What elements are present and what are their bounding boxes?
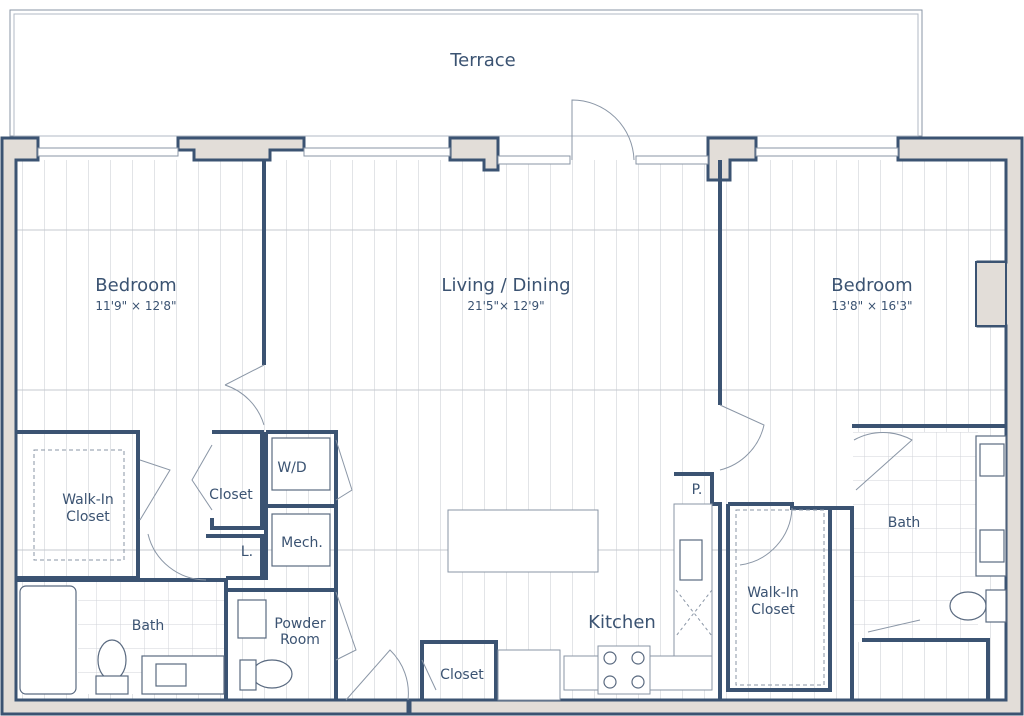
mech-label: Mech. — [281, 535, 323, 551]
bedroom-1-dims: 11'9" × 12'8" — [95, 299, 176, 313]
kitchen-sink — [679, 539, 703, 581]
living-dining-label: Living / Dining — [441, 275, 570, 296]
closet-2-label: Closet — [440, 667, 484, 683]
bath-fixtures — [19, 435, 1007, 695]
interior-walls — [16, 160, 1006, 700]
powder-room-label-2: Room — [280, 632, 320, 648]
exterior-walls — [0, 136, 1024, 716]
room-labels: Bedroom 11'9" × 12'8" Living / Dining 21… — [62, 275, 920, 683]
windows — [37, 147, 899, 165]
toilet — [97, 639, 127, 681]
bath-2-label: Bath — [888, 515, 921, 531]
walkin-closet-1-label-2: Closet — [66, 509, 110, 525]
closet-1-label: Closet — [209, 487, 253, 503]
bedroom-1-label: Bedroom — [95, 275, 176, 296]
kitchen-counters — [497, 503, 713, 701]
mech-unit — [271, 513, 331, 567]
terrace: Terrace — [9, 9, 923, 137]
toilet — [949, 591, 987, 621]
linen-label: L. — [241, 544, 253, 560]
toilet — [251, 659, 293, 689]
washer-dryer — [271, 437, 331, 491]
bath-1-label: Bath — [132, 618, 165, 634]
wd-label: W/D — [277, 460, 306, 476]
sink — [979, 529, 1005, 563]
powder-sink — [237, 599, 267, 639]
doors[interactable] — [139, 364, 921, 701]
closet-shelf — [735, 509, 825, 686]
powder-room-label: Powder — [274, 616, 325, 632]
kitchen-island — [447, 509, 599, 573]
living-dining-dims: 21'5"× 12'9" — [467, 299, 544, 313]
bedroom-2-dims: 13'8" × 16'3" — [831, 299, 912, 313]
closet-shelf — [33, 449, 125, 561]
sink — [155, 663, 187, 687]
bedroom-2-label: Bedroom — [831, 275, 912, 296]
walkin-closet-2-label-2: Closet — [751, 602, 795, 618]
walkin-closet-1-label: Walk-In — [62, 492, 114, 508]
bathtub — [19, 585, 77, 695]
sink — [979, 443, 1005, 477]
terrace-label: Terrace — [449, 50, 516, 71]
walkin-closet-2-label: Walk-In — [747, 585, 799, 601]
kitchen-label: Kitchen — [588, 612, 656, 633]
pantry-label: P. — [692, 482, 703, 498]
terrace-door[interactable] — [571, 99, 635, 161]
